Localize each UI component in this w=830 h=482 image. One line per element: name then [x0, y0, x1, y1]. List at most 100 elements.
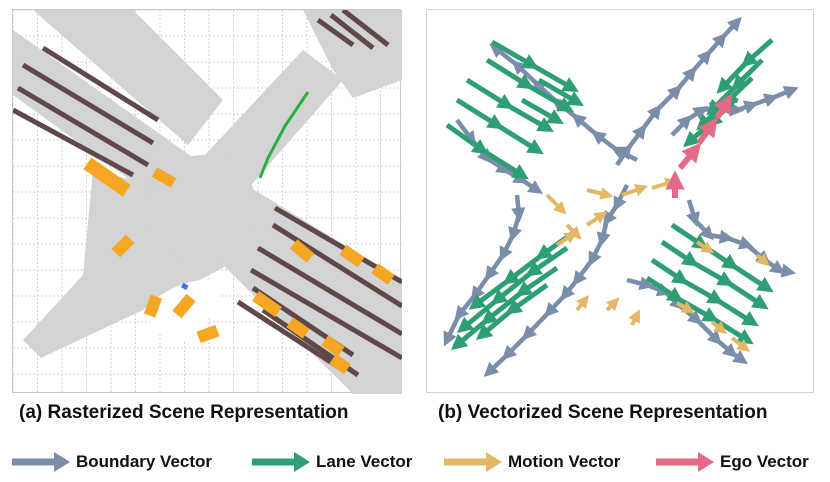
boundary-vector-arrow — [455, 118, 477, 146]
lane-vector-arrow — [690, 259, 734, 286]
lane-vector-arrow — [480, 290, 524, 325]
lane-vector-arrow — [505, 282, 549, 315]
lane-vector-arrow — [715, 297, 759, 327]
boundary-vector-arrow — [708, 229, 735, 244]
legend-motion-vector: Motion Vector — [442, 446, 620, 478]
boundary-vector-arrow — [726, 235, 754, 250]
road-arm-se — [203, 180, 402, 394]
boundary-vector-arrow — [685, 106, 708, 122]
boundary-vector-arrow — [508, 214, 522, 242]
boundary-vector-arrow — [572, 258, 594, 286]
lane-line — [13, 107, 135, 178]
lane-vector-arrow — [537, 77, 584, 107]
ego-vector-arrow — [713, 93, 733, 120]
boundary-vector-arrow — [560, 278, 579, 301]
motion-vector-arrow — [675, 301, 695, 314]
road-arm-n — [303, 10, 402, 98]
legend-lane-label: Lane Vector — [316, 452, 413, 471]
motion-vector-arrow — [695, 240, 715, 254]
boundary-vector-arrow — [625, 124, 647, 152]
boundary-vector-arrow — [603, 203, 619, 226]
lane-line — [341, 10, 390, 47]
lane-vector-arrow — [530, 62, 579, 92]
motion-vector-arrow — [605, 297, 620, 312]
boundary-vector-arrow — [470, 273, 491, 301]
lane-vector-arrow — [660, 239, 699, 267]
route-line — [258, 91, 310, 179]
lane-vector-arrow — [731, 58, 764, 91]
boundary-vector-arrow — [483, 353, 509, 377]
lane-vector-arrow — [480, 147, 529, 180]
lane-vector-arrow — [475, 308, 514, 341]
motion-vector-arrow — [628, 309, 640, 326]
agent-box — [289, 239, 315, 263]
road-arm-nw-upper — [33, 10, 223, 145]
lane-vector-arrow — [725, 279, 769, 310]
lane-line — [271, 222, 402, 309]
boundary-vector-arrow — [690, 49, 712, 74]
agent-box — [83, 157, 131, 197]
lane-vector-arrow — [485, 57, 534, 90]
agent-box — [143, 294, 163, 318]
boundary-vector-arrow — [596, 219, 611, 247]
motion-vector-arrow — [621, 184, 649, 197]
boundary-vector-arrow — [489, 43, 519, 67]
boundary-vector-arrow — [778, 263, 797, 278]
lane-vector-arrow — [525, 245, 569, 277]
caption-vectorized: (b) Vectorized Scene Representation — [438, 402, 768, 423]
ego-marker — [180, 282, 189, 291]
ego-vector-arrow — [677, 142, 702, 170]
rasterized-scene-panel — [12, 9, 402, 394]
lane-line — [16, 85, 150, 168]
motion-vector-arrow — [586, 187, 614, 200]
lane-vector-arrow — [670, 222, 709, 250]
boundary-vector-arrow — [763, 258, 785, 275]
lane-line — [316, 17, 355, 48]
agent-box — [329, 353, 351, 375]
boundary-vector-arrow — [511, 194, 526, 223]
motion-vector-arrow — [545, 193, 567, 215]
lane-vector-arrow — [445, 122, 489, 155]
lane-vector-arrow — [505, 102, 554, 132]
boundary-vector-arrow — [720, 16, 742, 40]
boundary-vector-arrow — [751, 93, 779, 108]
boundary-vector-arrow — [686, 199, 700, 227]
lane-line — [249, 267, 402, 361]
boundary-vector-arrow — [443, 314, 462, 347]
boundary-vector-arrow — [499, 233, 516, 262]
lane-vector-arrow — [525, 82, 574, 112]
agent-box — [252, 291, 282, 317]
legend-lane-vector: Lane Vector — [250, 446, 412, 478]
lane-vector-arrow — [495, 122, 544, 155]
boundary-vector-arrow — [484, 253, 505, 281]
lane-line — [329, 13, 375, 50]
lane-arrow-icon — [252, 452, 310, 472]
boundary-vector-arrow — [655, 84, 683, 112]
boundary-vector-arrow — [544, 293, 567, 318]
agent-box — [111, 234, 135, 258]
boundary-vector-arrow — [588, 238, 605, 267]
lane-vector-arrow — [730, 262, 774, 293]
lane-vector-arrow — [650, 257, 689, 285]
caption-rasterized: (a) Rasterized Scene Representation — [19, 402, 349, 423]
boundary-vector-arrow — [730, 349, 748, 365]
road-surface — [13, 10, 402, 394]
boundary-vector-arrow — [693, 218, 714, 241]
motion-vector-arrow — [585, 211, 608, 227]
agent-box — [371, 263, 395, 285]
boundary-vector-arrow — [675, 66, 697, 92]
boundary-vector-arrow — [640, 104, 662, 132]
agents — [83, 157, 395, 375]
lane-vector-arrow — [710, 315, 754, 345]
lane-vector-arrow — [465, 77, 514, 110]
boundary-vector-arrow — [520, 178, 543, 194]
boundary-vector-arrow — [522, 310, 551, 341]
agent-box — [321, 335, 345, 357]
boundary-vector-arrow — [454, 293, 477, 321]
lane-vector-arrow — [645, 275, 684, 303]
boundary-vector-arrow — [705, 32, 727, 57]
legend-boundary-vector: Boundary Vector — [10, 446, 212, 478]
legend-motion-label: Motion Vector — [508, 452, 621, 471]
agent-box — [339, 244, 365, 268]
motion-vector-arrow — [651, 177, 679, 190]
